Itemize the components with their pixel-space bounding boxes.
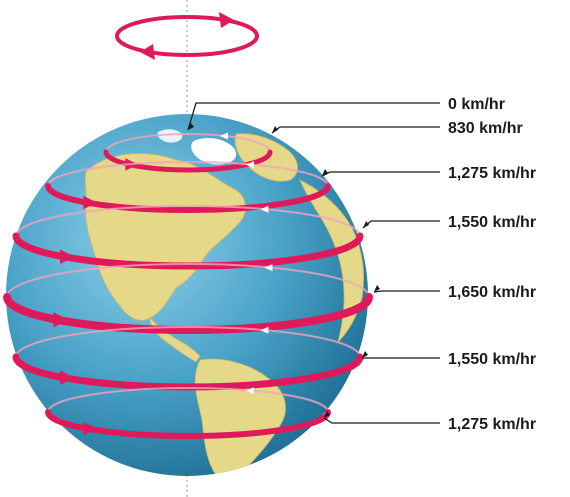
leader-arrowhead-icon <box>322 169 328 176</box>
latitude-band <box>3 293 373 334</box>
leader-arrowhead-icon <box>374 285 380 292</box>
band-direction-arrow-icon <box>60 249 75 264</box>
speed-label: 830 km/hr <box>448 120 523 137</box>
latitude-band-back <box>105 133 271 153</box>
speed-leader-line <box>187 102 440 131</box>
back-direction-arrow-icon <box>246 387 254 395</box>
speed-labels: 0 km/hr 830 km/hr 1,275 km/hr 1,550 km/hr 1,… <box>187 96 536 433</box>
latitude-band <box>12 232 364 270</box>
leader-arrowhead-icon <box>362 351 368 358</box>
speed-label: 1,550 km/hr <box>448 214 536 231</box>
speed-label: 1,650 km/hr <box>448 284 536 301</box>
speed-leader-line <box>323 417 440 424</box>
leader-arrowhead-icon <box>272 126 278 133</box>
leader-arrowhead-icon <box>363 221 369 228</box>
latitude-band-back <box>6 263 370 298</box>
polar-ice <box>191 138 237 165</box>
globe <box>3 114 373 476</box>
speed-label: 0 km/hr <box>448 96 505 113</box>
speed-label: 1,550 km/hr <box>448 351 536 368</box>
speed-leader-line <box>321 171 440 177</box>
latitude-band <box>103 149 273 173</box>
continent-central-america <box>149 317 201 363</box>
latitude-band <box>45 409 331 439</box>
leader-arrowhead-icon <box>324 411 330 418</box>
speed-label: 1,275 km/hr <box>448 165 536 182</box>
latitude-band <box>45 183 331 213</box>
band-direction-arrow-icon <box>83 421 97 436</box>
latitude-band-back <box>15 326 361 358</box>
speed-leader-line <box>362 220 440 229</box>
speed-leader-line <box>271 126 440 134</box>
back-direction-arrow-icon <box>260 205 269 213</box>
band-direction-arrow-icon <box>60 370 75 385</box>
rotation-arrow-icon <box>115 12 259 60</box>
latitude-band-back <box>47 387 329 413</box>
leader-arrowhead-icon <box>188 123 194 130</box>
back-direction-arrow-icon <box>264 264 273 272</box>
latitude-band-back <box>47 161 329 187</box>
back-direction-arrow-icon <box>260 326 269 334</box>
latitude-bands <box>3 132 373 439</box>
band-direction-arrow-icon <box>83 195 97 210</box>
back-direction-arrow-icon <box>246 161 254 169</box>
speed-label: 1,275 km/hr <box>448 416 536 433</box>
latitude-band-back <box>15 205 361 237</box>
band-direction-arrow-icon <box>53 312 69 328</box>
continent-north-america <box>84 153 246 321</box>
speed-leader-line <box>373 290 440 293</box>
back-direction-arrow-icon <box>219 132 228 140</box>
